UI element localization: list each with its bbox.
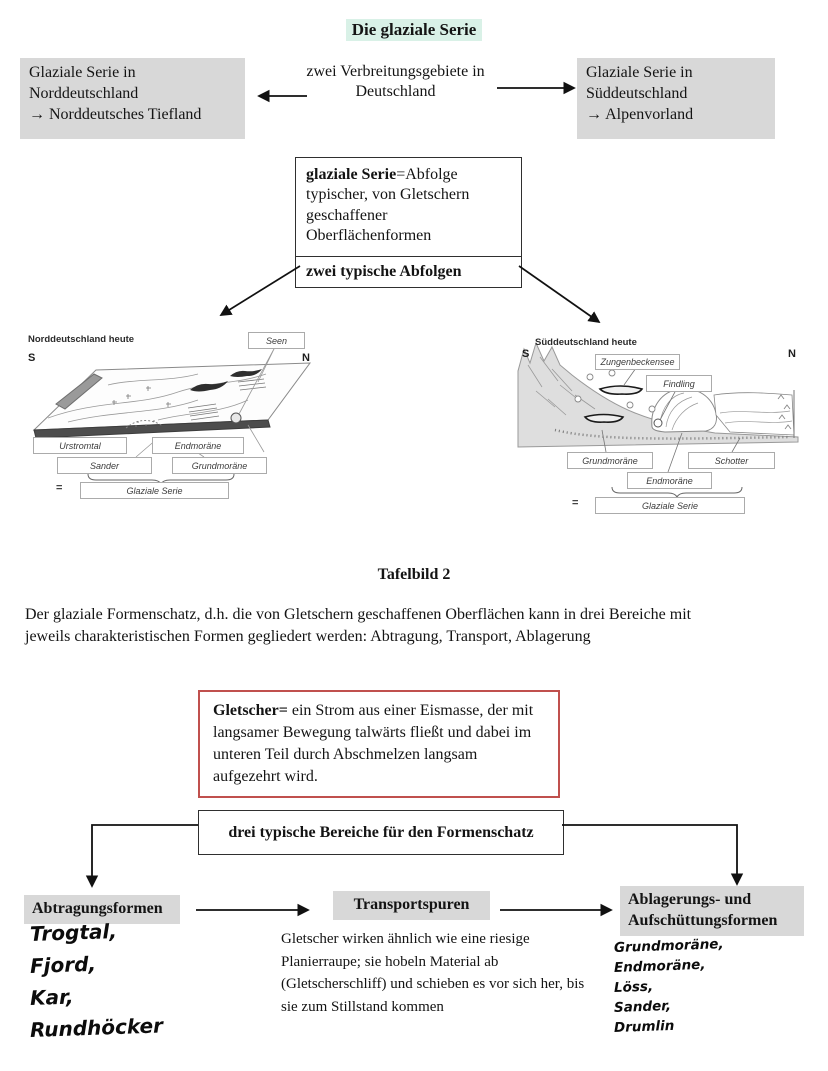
south-diagram-figure: Süddeutschland heute S N Zungenbeckensee… <box>500 335 820 515</box>
handwritten-item: Löss, <box>613 978 654 996</box>
outwash-plain <box>713 392 795 436</box>
north-germany-box-line3: → Norddeutsches Tiefland <box>29 105 202 123</box>
mountain-contours <box>527 356 596 416</box>
north-figure-caption: Norddeutschland heute <box>28 334 135 345</box>
handwritten-item: Fjord, <box>29 951 97 978</box>
braided-channels <box>719 410 793 424</box>
north-diagram-sketch <box>32 346 312 486</box>
north-germany-box: Glaziale Serie in Norddeutschland → Nord… <box>20 58 245 139</box>
distribution-label: zwei Verbreitungsgebiete in Deutschland <box>283 62 508 102</box>
arrow-to-north-figure <box>219 265 301 316</box>
label-sander: Sander <box>57 457 152 474</box>
south-diagram-sketch <box>517 341 799 499</box>
page-title: Die glaziale Serie <box>345 19 483 41</box>
field-hatching <box>112 378 267 421</box>
handwritten-abtragungsformen-list: Trogtal, Fjord, Kar, Rundhöcker <box>29 919 164 1050</box>
handwritten-item: Grundmoräne, <box>613 936 724 956</box>
distribution-label-line1: zwei Verbreitungsgebiete in <box>306 63 485 80</box>
boulders <box>574 369 656 413</box>
findling-boulder <box>653 418 663 428</box>
north-germany-box-line2: Norddeutschland <box>29 84 139 102</box>
south-germany-box-line3: → Alpenvorland <box>586 105 694 123</box>
end-moraine-ridges <box>190 369 262 392</box>
label-urstromtal: Urstromtal <box>33 437 127 454</box>
south-figure-caption: Süddeutschland heute <box>535 337 637 348</box>
glacier-definition-box: Gletscher= ein Strom aus einer Eismasse,… <box>198 690 560 799</box>
north-diagram-figure: Norddeutschland heute S N Seen Urstromta… <box>8 330 318 502</box>
south-figure-south-label: S <box>522 348 530 360</box>
handwritten-item: Drumlin <box>613 1017 675 1036</box>
zungenbecken-lake <box>598 385 644 395</box>
label-endmoraene-north: Endmoräne <box>152 437 244 454</box>
north-figure-south-label: S <box>28 352 36 364</box>
south-figure-north-label: N <box>788 348 796 360</box>
label-findling: Findling <box>646 375 712 392</box>
caret-marks <box>777 394 792 430</box>
header-abtragungsformen: Abtragungsformen <box>24 895 180 924</box>
label-grundmoraene-north: Grundmoräne <box>172 457 267 474</box>
definition-text: glaziale Serie=Abfolge typischer, von Gl… <box>296 158 521 256</box>
branch-line-left <box>85 824 198 888</box>
equals-sign-north: = <box>56 482 63 494</box>
label-schotter: Schotter <box>688 452 775 469</box>
north-germany-box-line1: Glaziale Serie in <box>29 64 136 81</box>
handwritten-item: Sander, <box>613 998 672 1016</box>
header-transportspuren: Transportspuren <box>333 891 490 920</box>
definition-subtitle: zwei typische Abfolgen <box>296 255 521 287</box>
header-ablagerungsformen: Ablagerungs- und Aufschüttungsformen <box>620 886 804 936</box>
header-ablagerungsformen-line2: Aufschüttungsformen <box>628 911 778 929</box>
definition-rest: =Abfolge typischer, von Gletschern gesch… <box>306 166 470 245</box>
branch-line-right <box>562 824 744 886</box>
intro-paragraph: Der glaziale Formenschatz, d.h. die von … <box>25 606 692 646</box>
equals-sign-south: = <box>572 497 579 509</box>
label-glaziale-serie-south: Glaziale Serie <box>595 497 745 514</box>
lake-pond <box>230 412 242 424</box>
title-row: Die glaziale Serie <box>0 19 828 41</box>
glacier-term: Gletscher= <box>213 702 288 719</box>
definition-box: glaziale Serie=Abfolge typischer, von Gl… <box>295 157 522 288</box>
transport-description: Gletscher wirken ähnlich wie eine riesig… <box>281 931 585 1015</box>
handwritten-item: Kar, <box>29 984 74 1010</box>
north-figure-north-label: N <box>302 352 310 364</box>
label-grundmoraene-south: Grundmoräne <box>567 452 653 469</box>
header-ablagerungsformen-line1: Ablagerungs- und <box>628 891 752 908</box>
distribution-label-line2: Deutschland <box>355 83 436 100</box>
label-leader-lines-south <box>601 367 741 473</box>
handwritten-ablagerungsformen-list: Grundmoräne, Endmoräne, Löss, Sander, Dr… <box>613 936 724 1040</box>
definition-term: glaziale Serie <box>306 166 397 183</box>
sander-fan <box>125 420 164 429</box>
label-glaziale-serie-north: Glaziale Serie <box>80 482 229 499</box>
label-endmoraene-south: Endmoräne <box>627 472 712 489</box>
south-germany-box: Glaziale Serie in Süddeutschland → Alpen… <box>577 58 775 139</box>
handwritten-item: Rundhöcker <box>29 1013 164 1042</box>
lower-lake <box>583 413 625 423</box>
tafelbild2-heading: Tafelbild 2 <box>377 566 451 583</box>
south-germany-box-line2: Süddeutschland <box>586 84 688 102</box>
label-zungenbeckensee: Zungenbeckensee <box>595 354 680 370</box>
branch-box: drei typische Bereiche für den Formensch… <box>198 810 564 855</box>
glacier-definition-rest: ein Strom aus einer Eismasse, der mit la… <box>213 702 534 786</box>
south-germany-box-line1: Glaziale Serie in <box>586 64 693 81</box>
label-seen: Seen <box>248 332 305 349</box>
handwritten-item: Endmoräne, <box>613 956 706 976</box>
handwritten-item: Trogtal, <box>29 918 118 946</box>
arrow-to-south-figure <box>518 265 601 324</box>
